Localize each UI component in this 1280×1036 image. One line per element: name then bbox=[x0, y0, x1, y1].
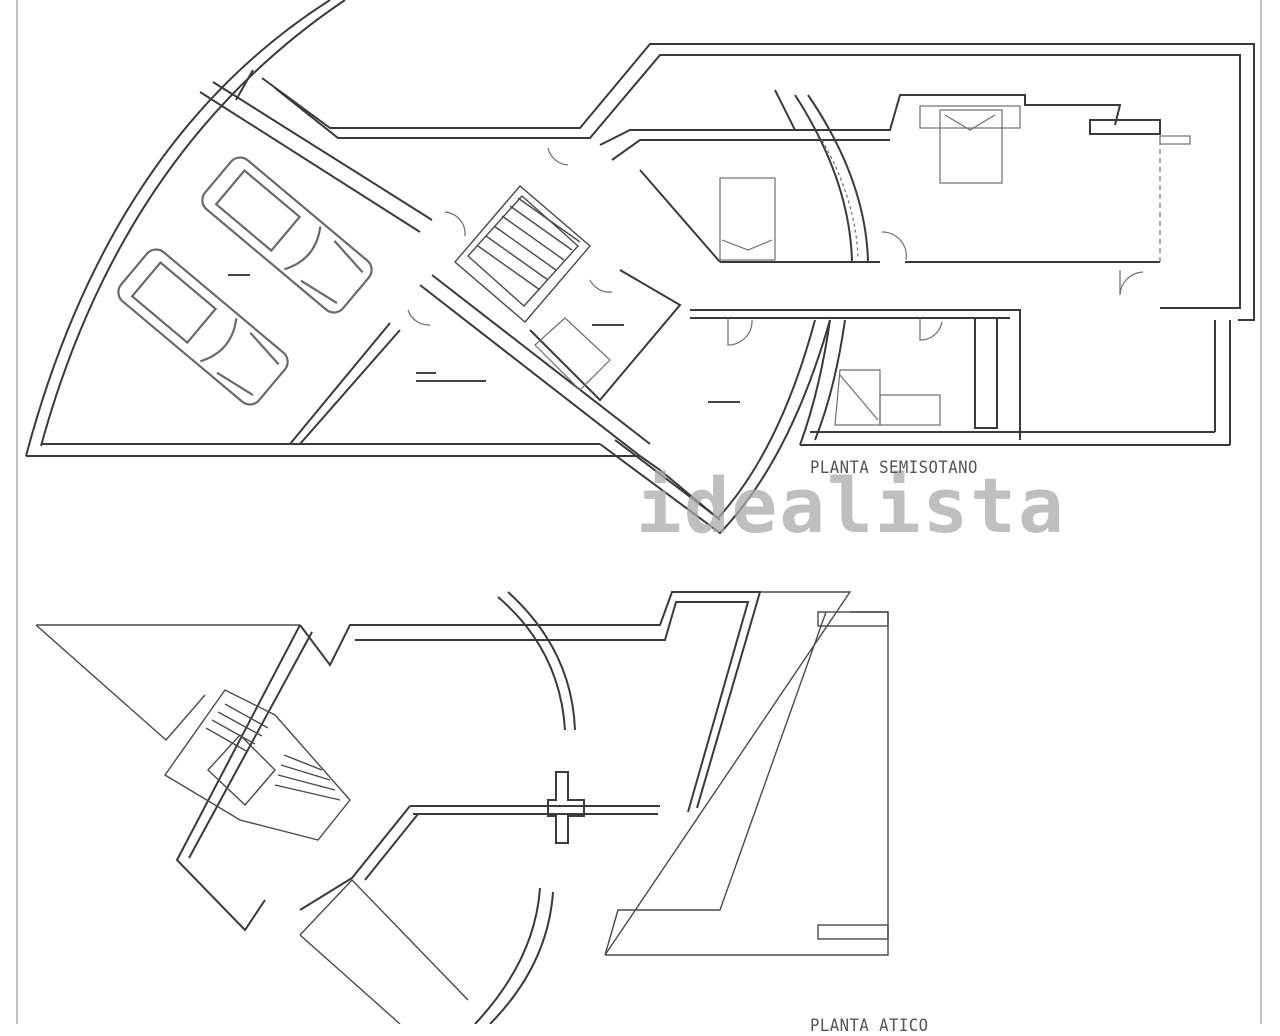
room-label-living bbox=[708, 401, 740, 403]
plan-title-atico: PLANTA ATICO bbox=[810, 1016, 929, 1036]
staircase bbox=[454, 185, 591, 323]
room-label-kitchen bbox=[592, 324, 624, 326]
room-label-storage-sub bbox=[416, 380, 486, 382]
plan-semisotano bbox=[25, 0, 1255, 535]
room-label-storage bbox=[416, 372, 436, 374]
bed-2 bbox=[919, 105, 1021, 184]
frame-left-border bbox=[16, 0, 18, 1024]
atico-staircase bbox=[163, 689, 351, 841]
car-2 bbox=[117, 248, 289, 406]
bed-1 bbox=[719, 177, 776, 261]
plan-atico bbox=[35, 591, 889, 1024]
frame-right-border bbox=[1260, 0, 1262, 1024]
car-1 bbox=[201, 156, 373, 314]
watermark-logo: idealista bbox=[636, 461, 1066, 550]
room-label-garage bbox=[228, 274, 250, 276]
plan-title-semisotano: PLANTA SEMISOTANO bbox=[810, 458, 978, 478]
